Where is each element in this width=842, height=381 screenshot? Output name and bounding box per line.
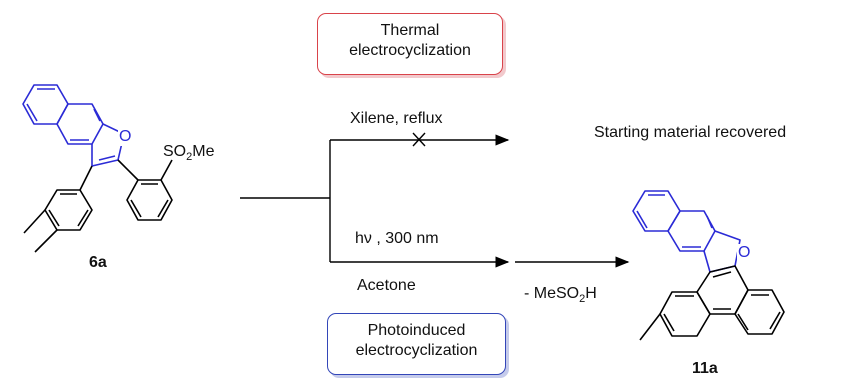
photo-line2: electrocyclization — [355, 342, 478, 359]
product-11a-structure — [632, 190, 785, 341]
photoinduced-electrocyclization-box: Photoinduced electrocyclization — [327, 313, 506, 375]
reactant-compound-label: 6a — [89, 254, 107, 271]
photo-line1: Photoinduced — [367, 322, 466, 339]
product-naphthofuran-core — [632, 190, 741, 273]
elimination-label: - MeSO2H — [524, 285, 597, 306]
product-fused-rings — [639, 265, 785, 341]
reactant-6a-structure — [22, 84, 173, 253]
reactant-heteroatom-o: O — [118, 128, 133, 146]
thermal-electrocyclization-box: Thermal electrocyclization — [317, 13, 503, 75]
aryl-sulfone-group — [117, 159, 173, 221]
thermal-outcome: Starting material recovered — [594, 124, 787, 141]
reactant-substituent-label: SO2Me — [163, 143, 215, 164]
solvent-label: Acetone — [357, 277, 416, 294]
naphthalene-core — [22, 84, 125, 167]
tolyl-group — [23, 165, 93, 253]
thermal-line2: electrocyclization — [349, 42, 471, 59]
reaction-arrows — [240, 132, 630, 268]
thermal-line1: Thermal — [380, 22, 440, 39]
photo-conditions: hν , 300 nm — [355, 230, 439, 247]
product-heteroatom-o: O — [737, 244, 752, 262]
thermal-conditions: Xilene, reflux — [350, 110, 443, 127]
product-compound-label: 11a — [692, 360, 718, 377]
